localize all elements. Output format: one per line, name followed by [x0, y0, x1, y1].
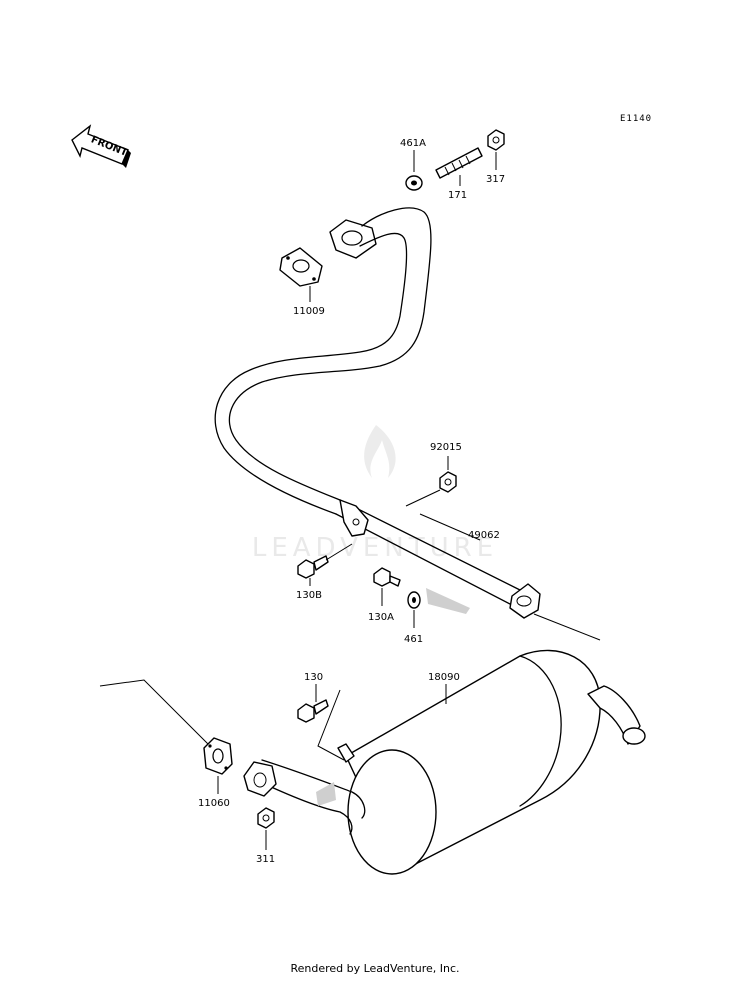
nut-92015: [439, 471, 457, 493]
gasket-11009: [279, 247, 323, 287]
label-311: 311: [256, 854, 275, 865]
label-317: 317: [486, 174, 505, 185]
gasket-11060: [203, 737, 233, 775]
washer-461a: [405, 175, 423, 191]
nut-311: [257, 807, 275, 829]
label-130a: 130A: [368, 612, 394, 623]
muffler-18090: [243, 649, 646, 875]
label-11060: 11060: [198, 798, 230, 809]
label-49062: 49062: [468, 530, 500, 541]
label-461a: 461A: [400, 138, 426, 149]
label-92015: 92015: [430, 442, 462, 453]
washer-461: [407, 591, 421, 609]
bolt-130: [297, 699, 329, 723]
watermark-flame-icon: [364, 425, 396, 478]
label-130b: 130B: [296, 590, 322, 601]
bolt-130b: [297, 555, 329, 579]
bolt-130a: [373, 567, 401, 587]
label-130: 130: [304, 672, 323, 683]
diagram-code: E1140: [620, 114, 652, 124]
front-arrow-icon: FRONT: [71, 124, 131, 168]
watermark-text: LEADVENTURE: [252, 533, 498, 563]
label-18090: 18090: [428, 672, 460, 683]
label-11009: 11009: [293, 306, 325, 317]
stud-171: [435, 147, 483, 179]
label-171: 171: [448, 190, 467, 201]
watermark: LEADVENTURE: [252, 425, 498, 563]
exhaust-pipe-49062: [214, 207, 541, 619]
footer-credit: Rendered by LeadVenture, Inc.: [290, 962, 460, 975]
label-461: 461: [404, 634, 423, 645]
nut-317: [487, 129, 505, 151]
